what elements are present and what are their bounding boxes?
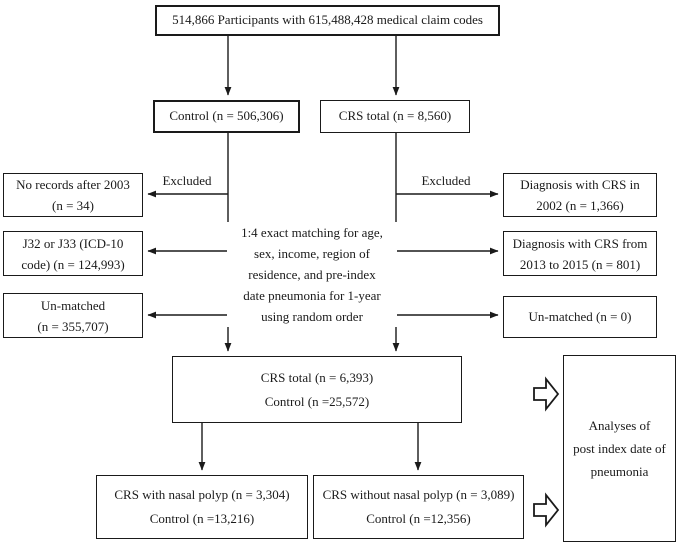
crs-2002-line-2: 2002 (n = 1,366) [536,198,624,213]
block-arrow-upper-icon [533,376,560,412]
crs-without-polyp-line-2: Control (n =12,356) [366,511,471,526]
excluded-label-left: Excluded [158,171,216,192]
matched-cohort-line-1: CRS total (n = 6,393) [260,369,374,385]
crs-with-polyp-line-1: CRS with nasal polyp (n = 3,304) [114,487,290,502]
crs-without-polyp-line-1: CRS without nasal polyp (n = 3,089) [322,487,515,502]
matching-note: 1:4 exact matching for age, sex, income,… [227,222,397,327]
box-icd-codes: J32 or J33 (ICD-10 code) (n = 124,993) [3,231,143,276]
crs-2002-line-1: Diagnosis with CRS in [520,177,640,192]
box-crs-2013-2015: Diagnosis with CRS from 2013 to 2015 (n … [503,231,657,276]
box-no-records: No records after 2003 (n = 34) [3,173,143,217]
box-participants: 514,866 Participants with 615,488,428 me… [155,5,500,36]
icd-codes-line-1: J32 or J33 (ICD-10 [22,235,124,251]
analyses-line-2: post index date of [573,441,666,456]
matching-note-line-2: sex, income, region of [254,246,370,261]
box-matched-cohort: CRS total (n = 6,393) Control (n =25,572… [172,356,462,423]
unmatched-left-line-1: Un-matched [40,297,106,313]
analyses-line-1: Analyses of [588,418,651,433]
box-unmatched-right: Un-matched (n = 0) [503,296,657,338]
block-arrow-lower-icon [533,492,560,528]
matching-note-line-3: residence, and pre-index [248,267,376,282]
control-label: Control (n = 506,306) [169,108,284,124]
matching-note-line-4: date pneumonia for 1-year [243,288,381,303]
crs-with-polyp-line-2: Control (n =13,216) [149,511,255,526]
matching-note-line-5: using random order [261,309,363,324]
analyses-line-3: pneumonia [590,464,649,479]
box-crs-with-polyp: CRS with nasal polyp (n = 3,304) Control… [96,475,308,539]
unmatched-left-line-2: (n = 355,707) [37,318,109,334]
box-control: Control (n = 506,306) [153,100,300,133]
matching-note-line-1: 1:4 exact matching for age, [241,225,383,240]
crs-total-label: CRS total (n = 8,560) [338,108,452,124]
box-crs-without-polyp: CRS without nasal polyp (n = 3,089) Cont… [313,475,524,539]
no-records-line-2: (n = 34) [52,198,94,213]
crs-2013-line-2: 2013 to 2015 (n = 801) [519,256,641,272]
box-unmatched-left: Un-matched (n = 355,707) [3,293,143,338]
box-crs-2002: Diagnosis with CRS in 2002 (n = 1,366) [503,173,657,217]
participants-label: 514,866 Participants with 615,488,428 me… [172,12,483,28]
unmatched-right-label: Un-matched (n = 0) [528,308,632,324]
no-records-line-1: No records after 2003 [16,177,130,192]
excluded-label-right: Excluded [417,171,475,192]
box-crs-total: CRS total (n = 8,560) [320,100,470,133]
box-analyses: Analyses of post index date of pneumonia [563,355,676,542]
icd-codes-line-2: code) (n = 124,993) [21,256,125,272]
matched-cohort-line-2: Control (n =25,572) [264,393,370,409]
crs-2013-line-1: Diagnosis with CRS from [512,235,648,251]
